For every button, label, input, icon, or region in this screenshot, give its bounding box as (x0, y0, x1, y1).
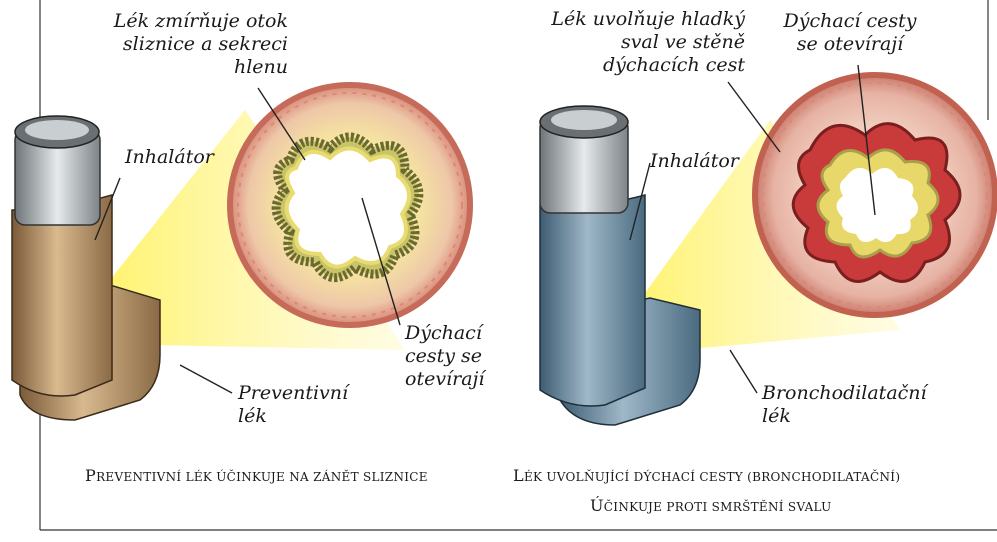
label-left-airway-opens: Dýchací cesty se otevírají (405, 322, 485, 391)
label-line: Bronchodilatační (762, 382, 927, 405)
caption-left: Preventivní lék účinkuje na zánět slizni… (85, 466, 428, 485)
label-line: lék (238, 405, 348, 428)
label-left-inhaler: Inhalátor (125, 146, 214, 169)
label-line: dýchacích cest (530, 54, 745, 77)
label-line: se otevírají (770, 33, 930, 56)
label-line: cesty se (405, 345, 485, 368)
label-line: Preventivní (238, 382, 348, 405)
label-line: hlenu (78, 56, 288, 79)
label-right-inhaler: Inhalátor (650, 150, 739, 173)
label-line: Lék zmírňuje otok (78, 10, 288, 33)
label-line: Lék uvolňuje hladký (530, 8, 745, 31)
label-right-drug-effect: Lék uvolňuje hladký sval ve stěně dýchac… (530, 8, 745, 77)
label-line: sval ve stěně (530, 31, 745, 54)
label-line: lék (762, 405, 927, 428)
label-right-airway-opens: Dýchací cesty se otevírají (770, 10, 930, 56)
label-left-drug-effect: Lék zmírňuje otok sliznice a sekreci hle… (78, 10, 288, 79)
label-line: sliznice a sekreci (78, 33, 288, 56)
label-left-preventive-drug: Preventivní lék (238, 382, 348, 428)
label-line: otevírají (405, 368, 485, 391)
label-line: Dýchací cesty (770, 10, 930, 33)
airway-cross-section-left (230, 85, 470, 325)
caption-right-line-2: účinkuje proti smrštění svalu (590, 496, 832, 515)
label-right-bronchodilator-drug: Bronchodilatační lék (762, 382, 927, 428)
caption-right-line-1: Lék uvolňující dýchací cesty (bronchodil… (513, 466, 900, 485)
airway-cross-section-right (755, 75, 995, 315)
label-line: Dýchací (405, 322, 485, 345)
